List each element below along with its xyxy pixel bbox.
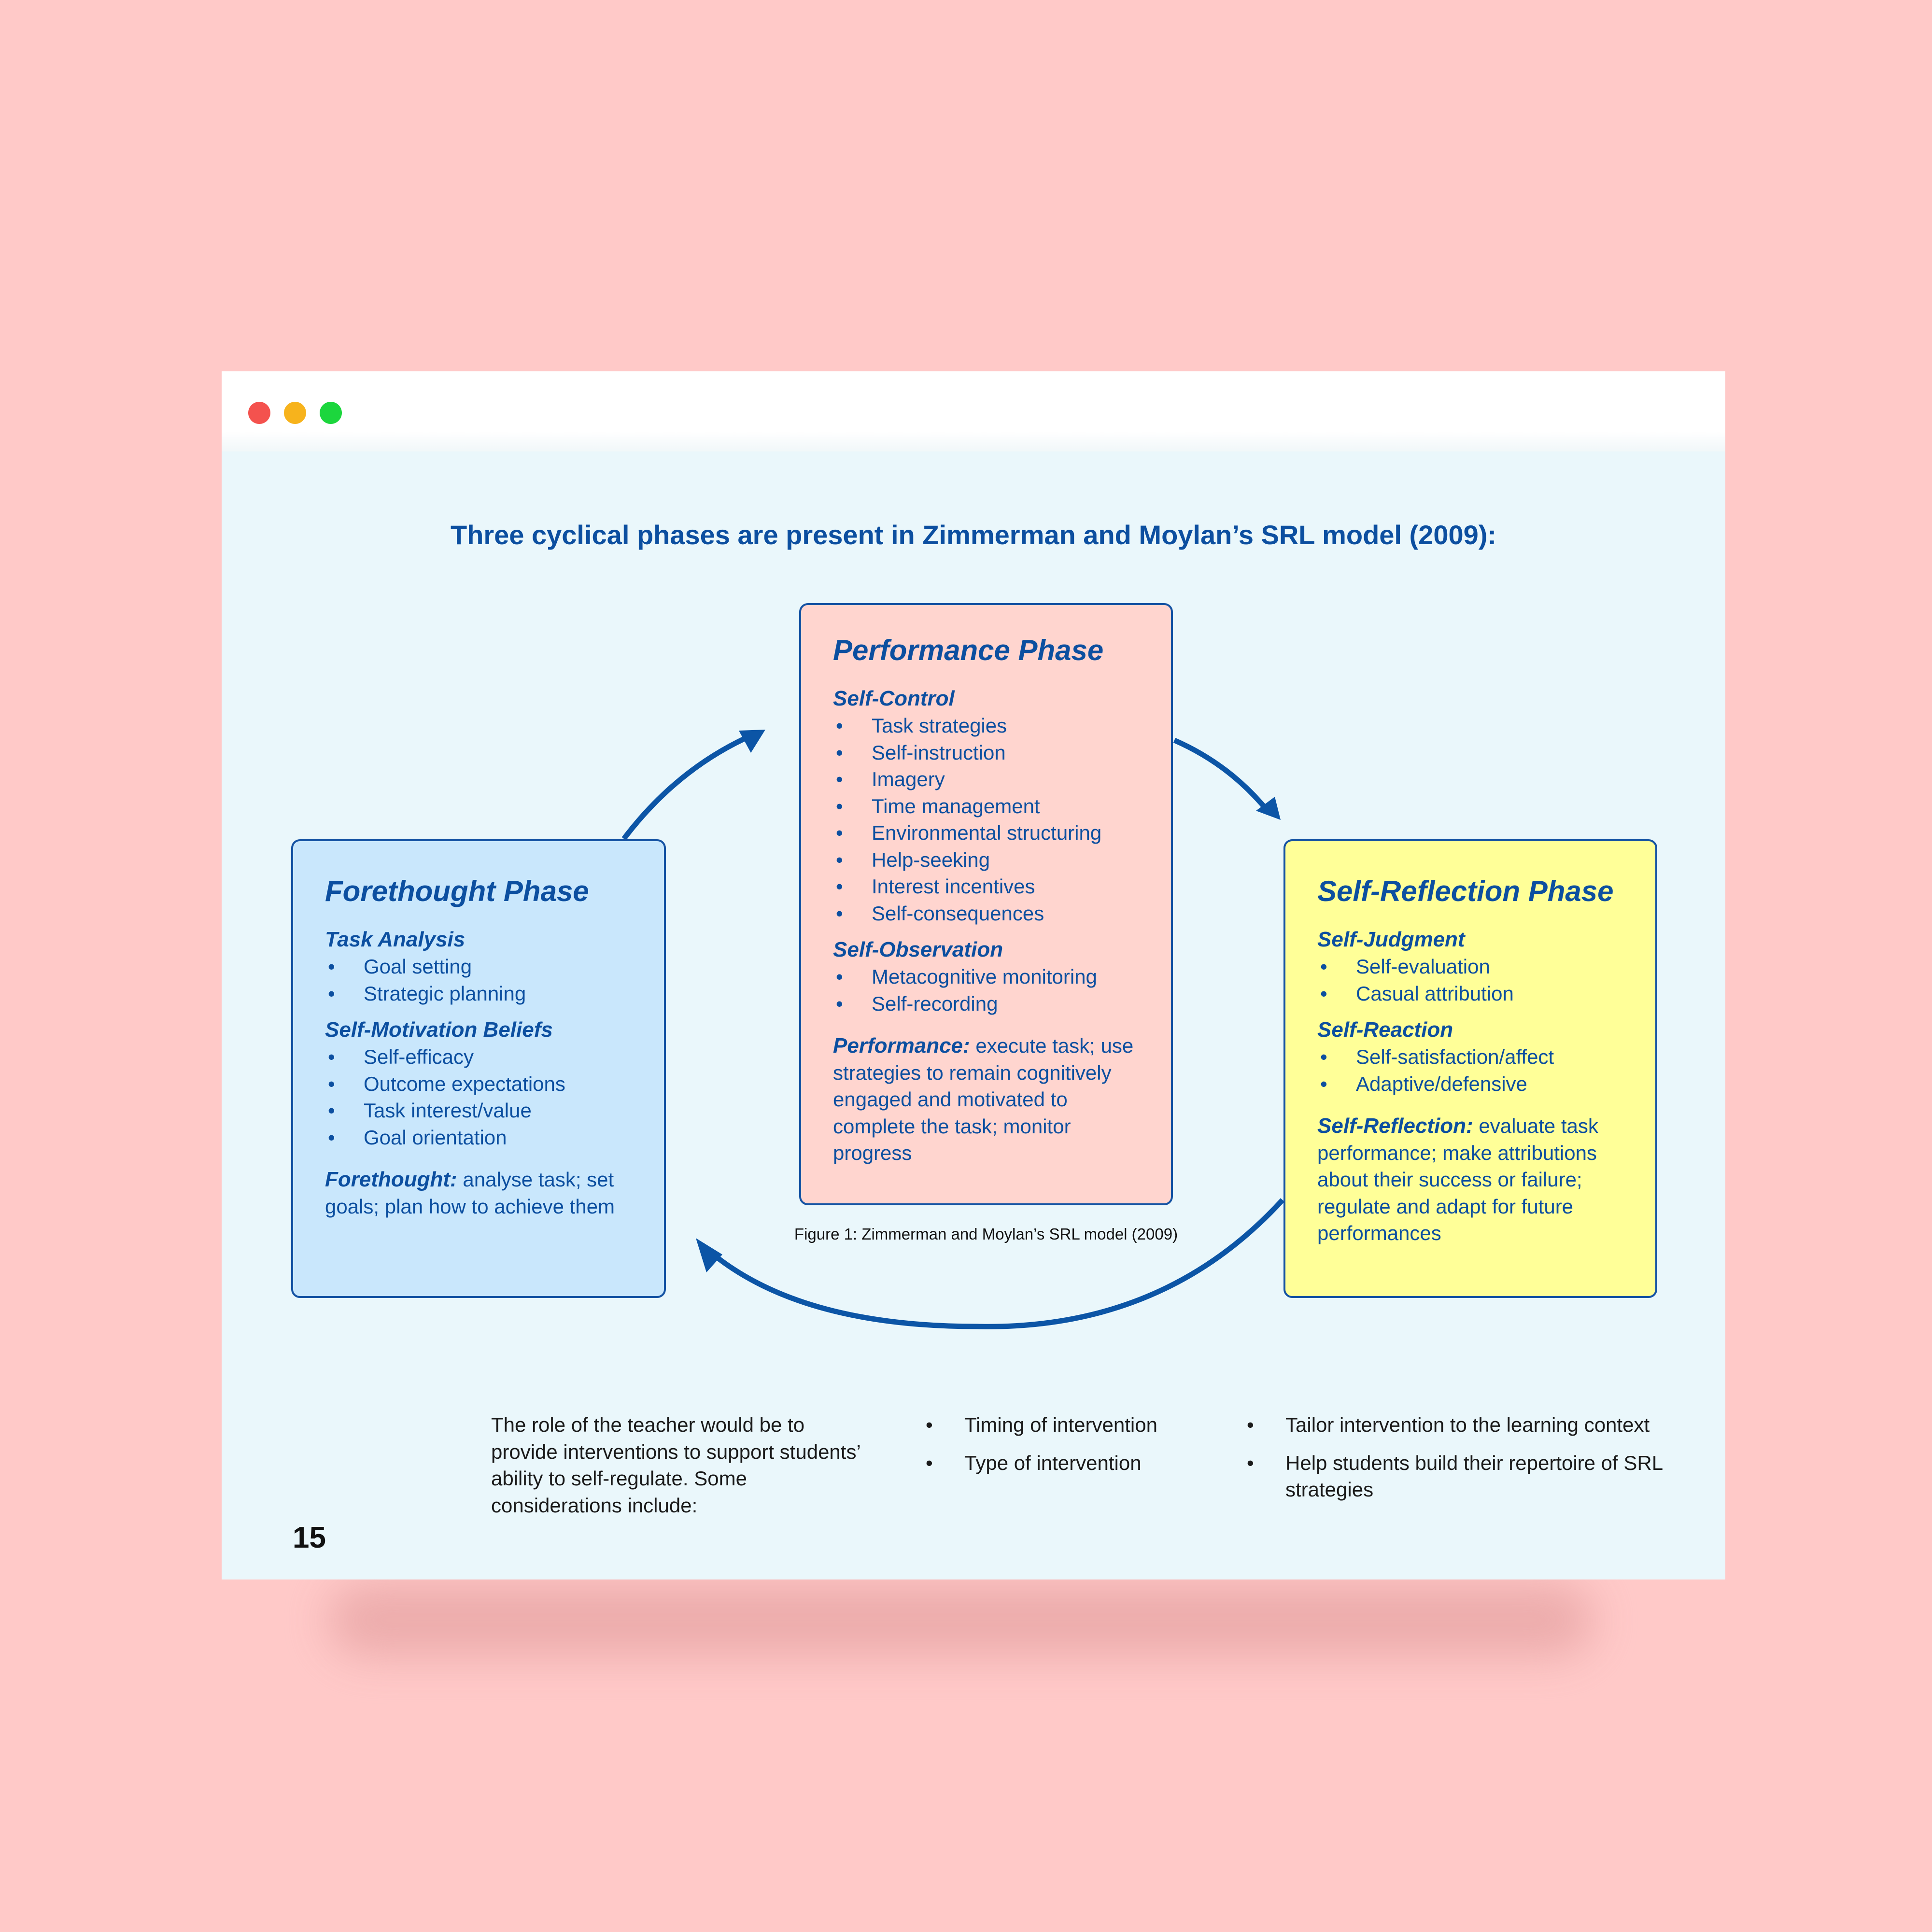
list-item: Metacognitive monitoring [833,963,1142,990]
list-item: Self-efficacy [325,1044,645,1071]
list-item: Outcome expectations [325,1071,645,1098]
self-control-list: Task strategies Self-instruction Imagery… [833,712,1142,927]
list-item: Self-consequences [833,900,1142,927]
considerations-list-a: Timing of intervention Type of intervent… [926,1411,1225,1487]
list-item: Self-instruction [833,739,1142,766]
performance-phase-box: Performance Phase Self-Control Task stra… [799,603,1173,1205]
arrowhead-to-forethought [696,1238,722,1272]
list-item: Self-satisfaction/affect [1317,1044,1636,1071]
self-reflection-phase-box: Self-Reflection Phase Self-Judgment Self… [1283,839,1657,1298]
cycle-arrows [621,730,1285,1329]
self-observation-heading: Self-Observation [833,938,1003,961]
list-item: Imagery [833,766,1142,793]
self-reflection-summary-label: Self-Reflection: [1317,1114,1473,1138]
list-item: Time management [833,793,1142,820]
list-item: Goal setting [325,953,645,980]
list-item: Environmental structuring [833,819,1142,846]
page-number: 15 [293,1521,326,1554]
minimize-window-button[interactable] [284,402,306,424]
self-observation-list: Metacognitive monitoring Self-recording [833,963,1142,1017]
forethought-summary-text: analyse task; set goals; plan how to ach… [325,1168,615,1218]
self-motivation-beliefs-heading: Self-Motivation Beliefs [325,1018,553,1042]
list-item: Tailor intervention to the learning cont… [1247,1411,1667,1438]
list-item: Timing of intervention [926,1411,1225,1438]
self-reflection-summary: Self-Reflection: evaluate task performan… [1317,1113,1636,1247]
self-judgment-heading: Self-Judgment [1317,928,1465,951]
forethought-phase-title: Forethought Phase [325,875,589,907]
teacher-role-paragraph: The role of the teacher would be to prov… [491,1413,860,1517]
list-item: Goal orientation [325,1124,645,1151]
self-reflection-summary-text: evaluate task performance; make attribut… [1317,1114,1598,1244]
task-analysis-list: Goal setting Strategic planning [325,953,645,1007]
forethought-summary: Forethought: analyse task; set goals; pl… [325,1166,645,1220]
arrow-performance-to-reflection [1173,737,1272,815]
performance-phase-title: Performance Phase [833,634,1104,666]
self-reflection-phase-title: Self-Reflection Phase [1317,875,1614,907]
arrow-reflection-to-forethought [700,1198,1285,1329]
performance-summary-text: execute task; use strategies to remain c… [833,1034,1134,1164]
arrow-forethought-to-performance [621,731,756,841]
arrowhead-to-reflection [1256,797,1281,820]
list-item: Self-recording [833,990,1142,1017]
list-item: Help students build their repertoire of … [1247,1450,1667,1503]
forethought-phase-box: Forethought Phase Task Analysis Goal set… [291,839,666,1298]
window-shadow [328,1584,1594,1656]
self-control-heading: Self-Control [833,687,955,710]
self-motivation-beliefs-list: Self-efficacy Outcome expectations Task … [325,1044,645,1151]
list-item: Task interest/value [325,1097,645,1124]
list-item: Adaptive/defensive [1317,1071,1636,1098]
forethought-summary-label: Forethought: [325,1168,457,1191]
list-item: Task strategies [833,712,1142,739]
self-reaction-list: Self-satisfaction/affect Adaptive/defens… [1317,1044,1636,1097]
page-headline: Three cyclical phases are present in Zim… [450,520,1497,550]
list-item: Help-seeking [833,846,1142,874]
list-item: Self-evaluation [1317,953,1636,980]
performance-summary: Performance: execute task; use strategie… [833,1032,1142,1167]
list-item: Strategic planning [325,980,645,1007]
list-item: Interest incentives [833,873,1142,900]
performance-summary-label: Performance: [833,1034,970,1058]
considerations-list-b: Tailor intervention to the learning cont… [1247,1411,1667,1514]
task-analysis-heading: Task Analysis [325,928,465,951]
list-item: Casual attribution [1317,980,1636,1007]
browser-window: Three cyclical phases are present in Zim… [222,371,1725,1579]
self-judgment-list: Self-evaluation Casual attribution [1317,953,1636,1007]
list-item: Type of intervention [926,1450,1225,1477]
self-reaction-heading: Self-Reaction [1317,1018,1453,1042]
window-titlebar [222,371,1725,451]
maximize-window-button[interactable] [320,402,342,424]
close-window-button[interactable] [248,402,270,424]
arrowhead-to-performance [739,730,765,753]
figure-caption: Figure 1: Zimmerman and Moylan’s SRL mod… [794,1225,1178,1243]
